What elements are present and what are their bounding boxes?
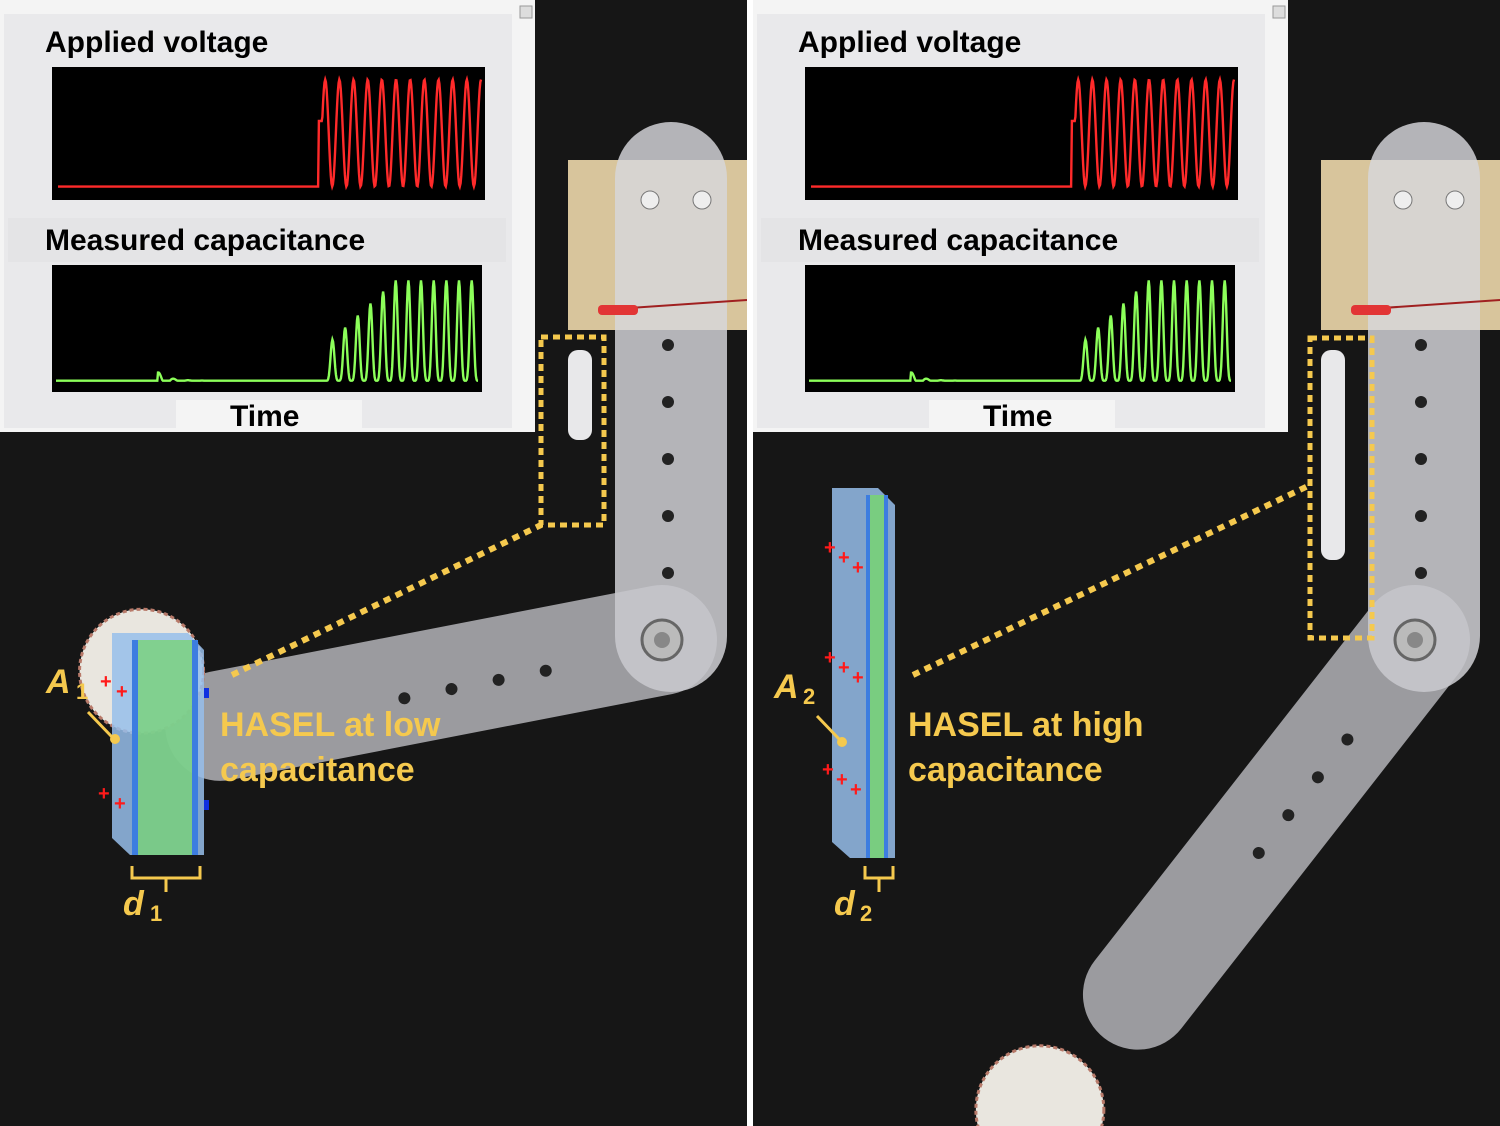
forearm-hole — [445, 683, 458, 696]
zoom-dotted-line — [911, 482, 1312, 678]
forearm-body — [165, 585, 717, 781]
forearm-hole — [1311, 771, 1324, 784]
time-axis-label: Time — [983, 400, 1052, 433]
forearm-hole — [1341, 733, 1354, 746]
hasel-actuator — [1321, 350, 1345, 560]
title-band — [761, 218, 1259, 262]
caption-line-2: capacitance — [908, 751, 1103, 789]
thickness-symbol: d — [834, 885, 856, 923]
capacitance-trace — [809, 280, 1232, 382]
voltage-plot-title: Applied voltage — [798, 26, 1021, 59]
capacitance-plot-title: Measured capacitance — [45, 224, 365, 257]
arm-hole — [662, 510, 674, 522]
actuator-highlight-box — [538, 334, 607, 528]
electrode-back — [192, 640, 198, 855]
positive-charge-icon: + — [824, 647, 836, 669]
actuator-highlight-box — [1307, 335, 1375, 641]
bolt-icon — [692, 190, 712, 210]
thickness-subscript: 1 — [150, 901, 162, 926]
window-button-icon — [519, 5, 533, 19]
dielectric-liquid — [870, 495, 884, 858]
forearm-link — [165, 585, 717, 781]
baseball — [974, 1044, 1106, 1126]
forearm-body — [1082, 585, 1470, 1050]
positive-charge-icon: + — [824, 537, 836, 559]
pivot-nut — [654, 632, 670, 648]
alligator-clip — [1351, 305, 1391, 315]
window-button-icon — [1272, 5, 1286, 19]
thickness-subscript: 2 — [860, 901, 872, 926]
area-symbol: A — [773, 668, 799, 706]
caption-line-1: HASEL at high — [908, 706, 1144, 744]
zoom-dotted-line — [230, 522, 543, 678]
electrode-front — [132, 640, 138, 855]
capacitance-trace — [56, 280, 479, 382]
arm-hole — [1415, 510, 1427, 522]
arm-hole — [1415, 567, 1427, 579]
arm-hole — [662, 567, 674, 579]
title-band — [8, 218, 506, 262]
capacitance-plot-title: Measured capacitance — [798, 224, 1118, 257]
arm-hole — [1415, 453, 1427, 465]
area-subscript: 1 — [76, 679, 88, 704]
area-pointer-line — [86, 710, 115, 740]
positive-charge-icon: + — [852, 557, 864, 579]
alligator-clip — [598, 305, 638, 315]
electrode-front — [866, 495, 870, 858]
pivot-nut — [1407, 632, 1423, 648]
hasel-actuator — [568, 350, 592, 440]
time-band — [929, 400, 1115, 432]
arm-hole — [662, 339, 674, 351]
area-pointer-line — [815, 714, 842, 742]
thickness-bracket — [130, 866, 202, 892]
positive-charge-icon: + — [838, 657, 850, 679]
positive-charge-icon: + — [114, 793, 126, 815]
positive-charge-icon: + — [822, 759, 834, 781]
area-symbol: A — [45, 663, 71, 701]
thickness-bracket — [863, 866, 895, 892]
caption-line-2: capacitance — [220, 751, 415, 789]
electrode-back — [884, 495, 888, 858]
forearm-hole — [539, 664, 552, 677]
area-pointer-dot — [837, 737, 847, 747]
positive-charge-icon: + — [852, 667, 864, 689]
voltage-plot-title: Applied voltage — [45, 26, 268, 59]
arm-hole — [1415, 339, 1427, 351]
area-subscript: 2 — [803, 684, 815, 709]
electrode-tab — [204, 688, 209, 698]
voltage-trace — [58, 75, 483, 191]
voltage-trace — [811, 75, 1236, 191]
positive-charge-icon: + — [836, 769, 848, 791]
positive-charge-icon: + — [100, 671, 112, 693]
bolt-icon — [1393, 190, 1413, 210]
positive-charge-icon: + — [98, 783, 110, 805]
positive-charge-icon: + — [116, 681, 128, 703]
forearm-hole — [398, 692, 411, 705]
positive-charge-icon: + — [850, 779, 862, 801]
dielectric-liquid — [135, 640, 195, 855]
forearm-hole — [492, 673, 505, 686]
forearm-hole — [1282, 809, 1295, 822]
bolt-icon — [1445, 190, 1465, 210]
arm-hole — [1415, 396, 1427, 408]
forearm-hole — [1252, 846, 1265, 859]
electrode-tab — [204, 800, 209, 810]
bolt-icon — [640, 190, 660, 210]
time-axis-label: Time — [230, 400, 299, 433]
area-pointer-dot — [110, 734, 120, 744]
time-band — [176, 400, 362, 432]
caption-line-1: HASEL at low — [220, 706, 441, 744]
thickness-symbol: d — [123, 885, 145, 923]
arm-hole — [662, 396, 674, 408]
arm-hole — [662, 453, 674, 465]
forearm-link — [1082, 585, 1470, 1050]
positive-charge-icon: + — [838, 547, 850, 569]
